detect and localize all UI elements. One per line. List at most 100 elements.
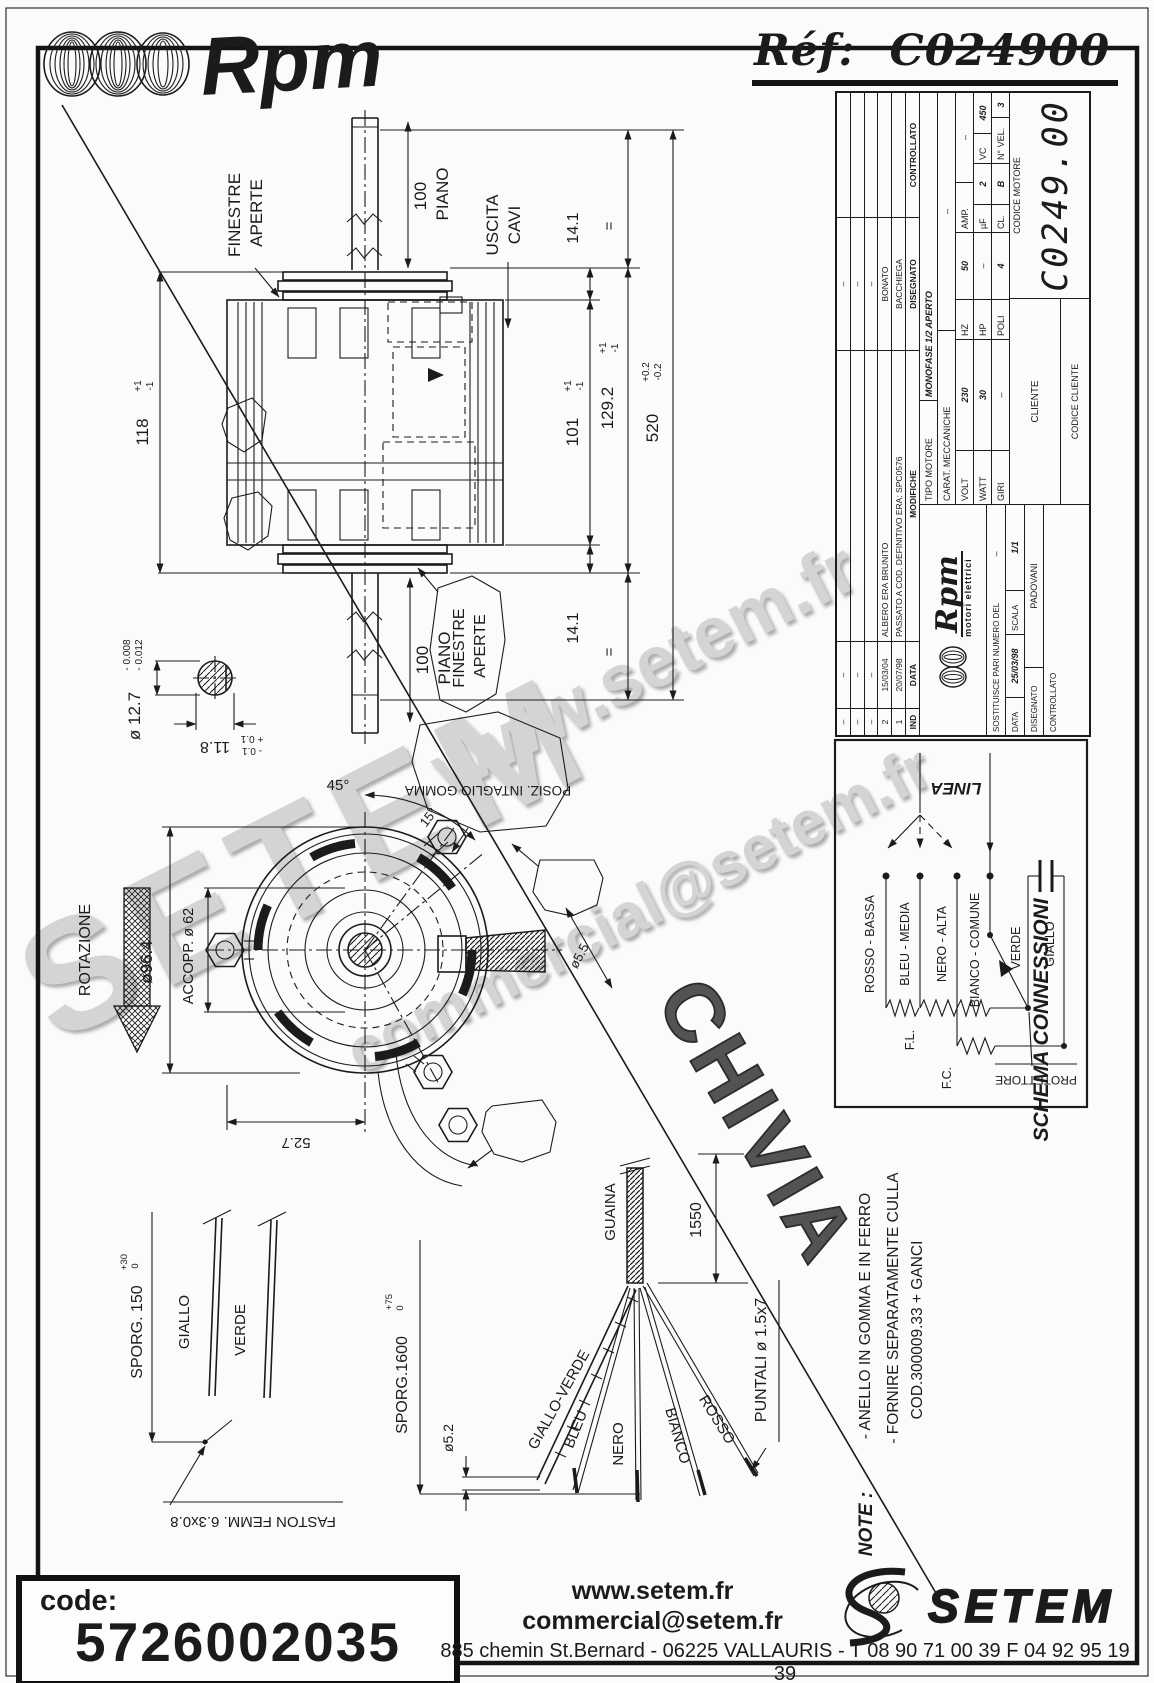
sostituisce-label: SOSTITUISCE PARI NUMERO DEL bbox=[991, 602, 1001, 732]
setem-logo: SETEM bbox=[844, 1567, 1116, 1647]
finestre-aperte-label-2a: FINESTRE bbox=[451, 608, 468, 687]
watt-label: WATT bbox=[974, 450, 991, 504]
schema-fl: F.L. bbox=[903, 1030, 917, 1050]
finestre-aperte-label-2b: APERTE bbox=[472, 614, 489, 678]
dim-14-1-top: 14.1 bbox=[565, 212, 582, 243]
dim-129-tol-p: +1 bbox=[598, 342, 609, 354]
dim-52-7: 52.7 bbox=[281, 1134, 310, 1151]
finestre-aperte-balloon: FINESTRE APERTE bbox=[417, 567, 506, 713]
rpm-coils-small-icon bbox=[939, 646, 967, 688]
revision-row: – – – bbox=[850, 93, 865, 735]
disegnato-value: PADOVANI bbox=[1029, 563, 1039, 609]
setem-logo-text: SETEM bbox=[928, 1580, 1116, 1632]
note-block: NOTE : - ANELLO IN GOMMA E IN FERRO - FO… bbox=[856, 1172, 926, 1556]
rev-sig2 bbox=[837, 93, 850, 217]
dim-100-bottom: 100 bbox=[413, 646, 432, 674]
sostituisce-row: SOSTITUISCE PARI NUMERO DEL – bbox=[987, 505, 1006, 735]
shaft-section-detail: ø 12.7 - 0.008 - 0.012 11.8 + 0.1 - 0.1 bbox=[122, 639, 263, 756]
dim-45deg: 45° bbox=[327, 777, 350, 794]
poli-label: POLI bbox=[992, 299, 1009, 339]
footer-site: www.setem.fr bbox=[571, 1577, 734, 1605]
rev-sig2 bbox=[865, 93, 878, 217]
codice-motore-value: C0249.00 bbox=[1035, 99, 1076, 292]
hp-value: – bbox=[974, 232, 991, 299]
dim-118-tol-m: -1 bbox=[145, 381, 156, 390]
rev-sig1: BACCHIEGA bbox=[892, 217, 906, 350]
dim-11-8: 11.8 bbox=[200, 738, 230, 755]
revision-header-row: IND DATA MODIFICHE DISEGNATO CONTROLLATO bbox=[906, 93, 919, 735]
watermark-setem: SETEM bbox=[0, 639, 619, 1075]
rev-date: – bbox=[837, 641, 850, 708]
wire-giallo-verde-label: GIALLO-VERDE bbox=[525, 1347, 594, 1452]
tipo-motore-label: TIPO MOTORE bbox=[920, 400, 937, 504]
rev-ind: – bbox=[864, 708, 878, 735]
rev-sig1: BONATO bbox=[878, 217, 892, 350]
dim-sporg-1600: SPORG.1600 bbox=[394, 1336, 411, 1434]
rpm-logo-small: Rpm motori elettrici bbox=[920, 505, 987, 735]
posiz-intaglio-cloud: POSIZ. INTAGLIO GOMMA bbox=[405, 711, 571, 853]
dim-118-tol-p: +1 bbox=[133, 380, 144, 392]
dim-sporg-1600-tol-p: +75 bbox=[384, 1294, 395, 1310]
front-view-dimensions: 45° 15° POSIZ. INTAGLIO GOMMA ROTAZIONE … bbox=[77, 711, 571, 1151]
revision-row: – – – bbox=[864, 93, 879, 735]
vc-label: VC bbox=[974, 133, 991, 163]
dim-accopp-62: ACCOPP. ø 62 bbox=[181, 908, 197, 1004]
title-block-wrap: – – – – – – – – – 2 15/0 bbox=[835, 91, 1091, 737]
rev-date: – bbox=[850, 641, 864, 708]
code-value: 5726002035 bbox=[75, 1611, 401, 1673]
rpm-logo: Rpm bbox=[43, 13, 385, 113]
diagonal-cancel-line bbox=[61, 104, 941, 1601]
rev-sig2 bbox=[851, 93, 864, 217]
wire-bleu-label: BLEU bbox=[561, 1408, 591, 1451]
codice-motore-label: CODICE MOTORE bbox=[1012, 157, 1022, 234]
rev-sig1: – bbox=[864, 217, 878, 350]
tipo-motore-value: MONOFASE 1/2 APERTO bbox=[923, 291, 934, 397]
callout-balloon-1 bbox=[532, 859, 604, 917]
dim-12-7-tol-a: - 0.008 bbox=[122, 639, 133, 671]
rev-date: 20/07/98 bbox=[892, 641, 906, 708]
uf-value: 2 bbox=[974, 163, 991, 204]
rotazione-indicator: ROTAZIONE bbox=[77, 887, 162, 1054]
dim-11-8-tol-m: - 0.1 bbox=[242, 745, 262, 756]
amp-label: AMP. bbox=[956, 182, 973, 232]
dim-520-tol-p: +0.2 bbox=[641, 362, 652, 382]
schema-protettore: PROTETTORE bbox=[995, 1073, 1077, 1087]
revision-table: – – – – – – – – – 2 15/0 bbox=[837, 93, 920, 735]
support-bracket bbox=[377, 1051, 479, 1187]
dim-dia-12-7: ø 12.7 bbox=[125, 692, 144, 740]
dim-eq-top: = bbox=[601, 221, 618, 230]
rpm-coils-icon bbox=[43, 31, 190, 97]
rpm-small-sub: motori elettrici bbox=[962, 558, 973, 637]
schema-rosso-bassa: ROSSO - BASSA bbox=[863, 894, 877, 993]
rev-ind: 2 bbox=[878, 708, 892, 735]
footer-address: 885 chemin St.Bernard - 06225 VALLAURIS … bbox=[440, 1640, 1130, 1683]
dim-118: 118 bbox=[133, 418, 152, 445]
giri-value: – bbox=[992, 339, 1009, 450]
rev-ind: – bbox=[850, 708, 864, 735]
title-block-right: TIPO MOTORE MONOFASE 1/2 APERTO CARAT. M… bbox=[920, 93, 1089, 504]
dim-sporg-150: SPORG. 150 bbox=[129, 1285, 146, 1378]
revision-row: – – – bbox=[837, 93, 851, 735]
controllato-label: CONTROLLATO bbox=[1048, 672, 1058, 732]
footer-contact: www.setem.fr commercial@setem.fr bbox=[455, 1576, 850, 1636]
watt-row: WATT 30 HP – µF 2 VC 450 bbox=[974, 93, 992, 504]
title-block-left: Rpm motori elettrici SOSTITUISCE PARI NU… bbox=[920, 504, 1089, 735]
cl-label: CL. bbox=[992, 204, 1009, 232]
finestre-aperte-label-1b: APERTE bbox=[247, 179, 266, 247]
cable-bundle-detail: GUAINA GIALLO-VERDE BLEU NERO BIANCO ROS… bbox=[384, 1153, 780, 1511]
codice-cliente-label: CODICE CLIENTE bbox=[1070, 363, 1080, 440]
side-view-dimensions: FINESTRE APERTE USCITA CAVI 100 PIANO 10… bbox=[133, 121, 684, 723]
disegnato-label: DISEGNATO bbox=[1025, 667, 1043, 735]
hz-label: HZ bbox=[956, 299, 973, 339]
schema-fc: F.C. bbox=[940, 1067, 954, 1089]
hz-value: 50 bbox=[956, 232, 973, 299]
hp-label: HP bbox=[974, 299, 991, 339]
vc-value: 450 bbox=[977, 105, 988, 121]
dim-100-top: 100 bbox=[411, 182, 430, 210]
rpm-logo-text: Rpm bbox=[198, 13, 385, 113]
carat-value: – bbox=[941, 209, 952, 215]
uscita-cavi-label-b: CAVI bbox=[505, 206, 524, 244]
dim-sporg-150-tol-p: +30 bbox=[119, 1254, 130, 1270]
note-line-3: COD.300009.33 + GANCI bbox=[909, 1241, 926, 1420]
